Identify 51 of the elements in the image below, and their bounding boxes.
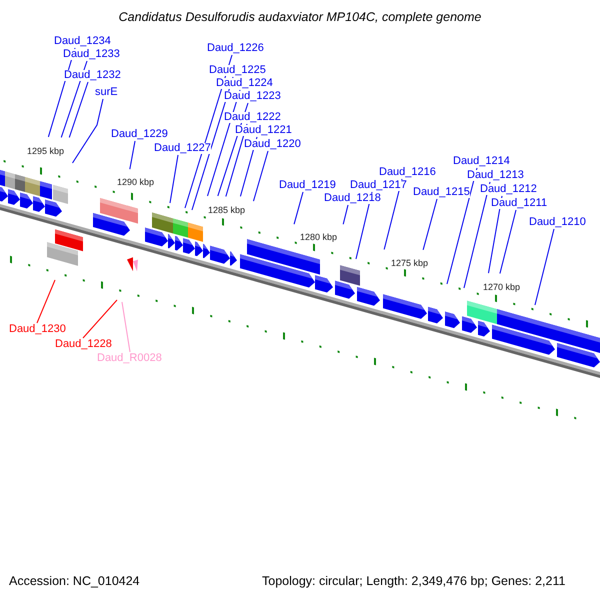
gene-label: Daud_R0028 (97, 353, 162, 364)
gene-label: Daud_1213 (467, 170, 524, 181)
leader-line (36, 280, 56, 324)
leader-line (294, 192, 304, 225)
gene-label: Daud_1222 (224, 112, 281, 123)
leader-line (82, 300, 118, 338)
gene-label: surE (95, 87, 118, 98)
gene-label: Daud_1215 (413, 187, 470, 198)
tick-label: 1285 kbp (208, 206, 246, 215)
gene-label: Daud_1226 (207, 43, 264, 54)
genome-stats-text: Topology: circular; Length: 2,349,476 bp; Genes: 2,211 (262, 575, 566, 588)
leader-line (72, 98, 104, 164)
gene-label: Daud_1232 (64, 70, 121, 81)
gene-label: Daud_1219 (279, 180, 336, 191)
gene-label: Daud_1214 (453, 156, 510, 167)
leader-line (122, 302, 130, 352)
gene-label: Daud_1230 (9, 324, 66, 335)
gene-label: Daud_1218 (324, 193, 381, 204)
leader-line (129, 140, 136, 170)
leader-line (446, 168, 478, 284)
gene-label: Daud_1216 (379, 167, 436, 178)
leader-line (170, 154, 178, 204)
leader-line (422, 198, 438, 250)
accession-text: Accession: NC_010424 (9, 575, 140, 588)
gene-label: Daud_1212 (480, 184, 537, 195)
gene-label: Daud_1224 (216, 78, 273, 89)
gene-label: Daud_1227 (154, 143, 211, 154)
gene-label: Daud_1229 (111, 129, 168, 140)
gene-label: Daud_1221 (235, 125, 292, 136)
leader-line (252, 150, 268, 202)
gene-label: Daud_1210 (529, 217, 586, 228)
gene-label: Daud_1233 (63, 49, 120, 60)
tick-label: 1275 kbp (391, 259, 428, 268)
leader-line (68, 82, 88, 138)
gene-label: Daud_1234 (54, 36, 111, 47)
title: Candidatus Desulforudis audaxviator MP104C, complete genome (118, 11, 482, 24)
gene-label: Daud_1220 (244, 139, 301, 150)
tick-label: 1270 kbp (483, 283, 520, 292)
gene-label: Daud_1228 (55, 339, 112, 350)
gene-label: Daud_1211 (491, 198, 548, 209)
leader-line (488, 196, 502, 274)
tick-label: 1280 kbp (300, 233, 338, 242)
tick-label: 1295 kbp (27, 147, 64, 156)
gene-label: Daud_1217 (350, 180, 407, 191)
gene-label: Daud_1223 (224, 91, 281, 102)
tick-label: 1290 kbp (117, 178, 154, 187)
leader-line (499, 210, 516, 274)
gene-label: Daud_1225 (209, 65, 266, 76)
leader-line (342, 204, 348, 225)
leader-line (534, 228, 554, 306)
leader-line (464, 182, 490, 288)
